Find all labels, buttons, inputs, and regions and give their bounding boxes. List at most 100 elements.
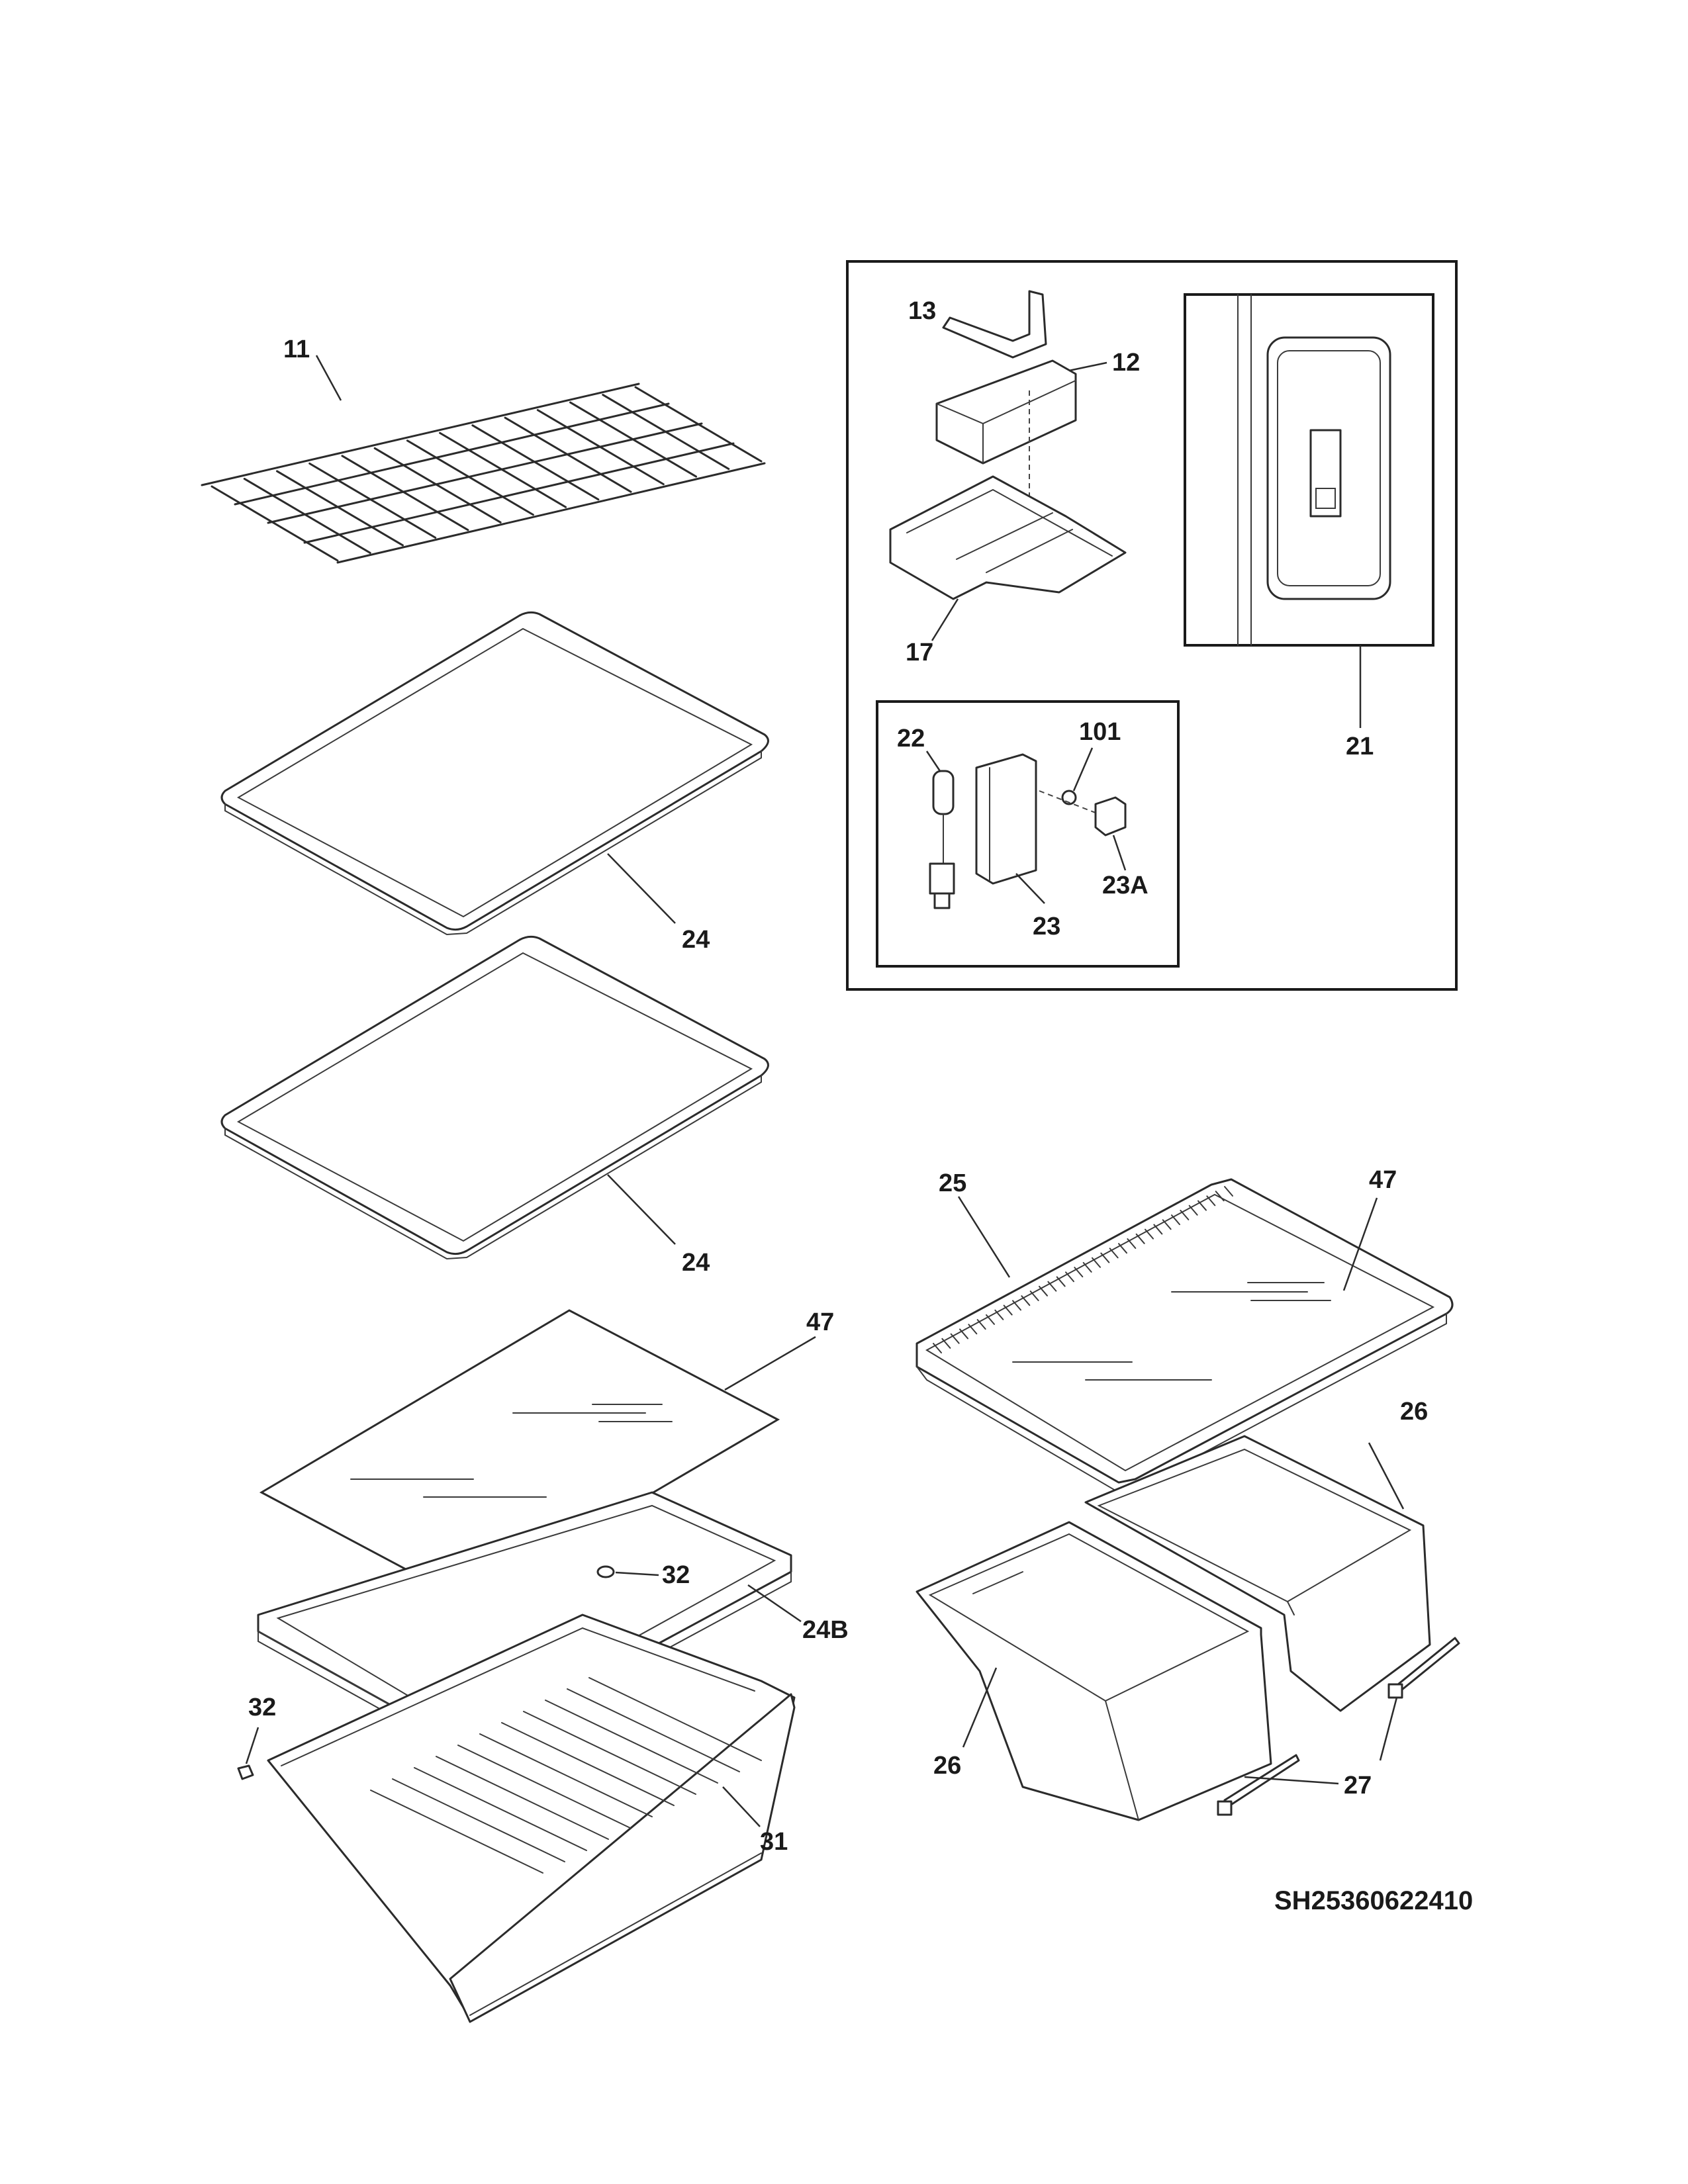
leader-25: [957, 1196, 1011, 1278]
vent-slot: [1135, 1233, 1145, 1244]
vent-slot: [1074, 1267, 1084, 1278]
drawer-rib: [479, 1733, 653, 1817]
handle: [942, 290, 1047, 359]
vent-slot: [986, 1314, 995, 1325]
drawer-rib: [501, 1722, 675, 1806]
shelf-crossbar: [406, 439, 534, 516]
shelf-crossbar: [634, 386, 763, 463]
callout-23: 23: [1033, 913, 1060, 940]
crisper-drawer-front: [915, 1521, 1272, 1821]
leader-26-lower: [962, 1667, 998, 1748]
callout-32-upper: 32: [662, 1561, 690, 1589]
callout-11: 11: [283, 336, 310, 363]
vent-slot: [1092, 1257, 1101, 1268]
callout-13: 13: [908, 297, 936, 325]
leader-27a: [1244, 1776, 1339, 1785]
leader-24-upper: [607, 853, 676, 924]
drawer-slides: [1217, 1637, 1460, 1816]
drawer-rib: [414, 1767, 587, 1851]
drawer-rib: [436, 1756, 609, 1840]
tray: [889, 475, 1127, 600]
drawing-code: SH25360622410: [1274, 1886, 1473, 1915]
shelf-crossbar: [373, 447, 502, 523]
vent-slot: [1118, 1243, 1127, 1254]
leader-24b: [747, 1584, 802, 1623]
vent-slot: [968, 1324, 978, 1335]
leader-12: [1068, 361, 1107, 372]
leader-32-lower: [245, 1727, 259, 1764]
shelf-crossbar: [275, 470, 404, 547]
leader-22: [925, 751, 941, 772]
vent-slot: [950, 1333, 960, 1344]
callout-26-lower: 26: [933, 1752, 961, 1780]
vent-slot: [1188, 1205, 1198, 1216]
vent-slot: [1065, 1271, 1074, 1283]
lamp-cover: [975, 753, 1037, 885]
drawer-rib: [392, 1778, 565, 1862]
callout-47-right: 47: [1369, 1166, 1397, 1194]
light-bulb: [929, 770, 955, 909]
vent-slot: [1180, 1209, 1190, 1220]
callout-31: 31: [760, 1828, 788, 1856]
leader-17: [931, 598, 959, 641]
shelf-crossbar: [504, 416, 632, 493]
drawer-rib: [567, 1688, 740, 1772]
leader-32-upper: [615, 1571, 659, 1576]
vent-slot: [1145, 1228, 1154, 1240]
callout-26-upper: 26: [1400, 1398, 1428, 1426]
vent-slot: [1224, 1186, 1233, 1197]
clip-lower: [237, 1764, 254, 1780]
vent-slot: [1029, 1291, 1039, 1301]
leader-23a: [1112, 835, 1127, 871]
vent-slot: [976, 1319, 986, 1330]
callout-22: 22: [897, 725, 925, 752]
control-panel: [1237, 294, 1391, 646]
shelf-crossbar: [341, 455, 469, 531]
vent-slot: [1056, 1276, 1066, 1287]
leader-101: [1072, 747, 1094, 792]
vent-slot: [994, 1309, 1004, 1320]
leader-24-lower: [607, 1174, 676, 1245]
shelf-crossbar: [308, 462, 437, 539]
vent-slot: [941, 1338, 951, 1349]
leader-47-right: [1342, 1197, 1378, 1291]
shelf-crossbar: [211, 485, 339, 562]
shelf-crossbar: [602, 394, 730, 471]
callout-47-left: 47: [806, 1308, 834, 1336]
vent-slot: [1012, 1300, 1021, 1311]
leader-31: [722, 1786, 761, 1827]
callout-24-lower: 24: [682, 1249, 710, 1277]
vent-slot: [1047, 1281, 1057, 1292]
callout-23a: 23A: [1102, 872, 1149, 899]
callout-24-upper: 24: [682, 926, 710, 954]
vent-slot: [959, 1328, 968, 1340]
shelf-crossbar: [439, 432, 567, 508]
shelf-crossbar: [569, 401, 698, 478]
vent-slot: [1127, 1238, 1137, 1249]
glass-shelf-lower: [220, 935, 769, 1260]
leader-27b: [1379, 1697, 1398, 1761]
leader-47-left: [724, 1336, 816, 1391]
callout-101: 101: [1079, 718, 1121, 746]
vent-slot: [1082, 1261, 1092, 1273]
leader-23: [1015, 873, 1045, 904]
shelf-crossbar: [536, 409, 665, 486]
bin: [935, 359, 1077, 465]
vent-slot: [1021, 1295, 1031, 1306]
clip-upper: [596, 1565, 615, 1578]
drawer-rib: [370, 1790, 543, 1874]
shelf-crossbar: [471, 424, 600, 501]
vent-slot: [1109, 1248, 1119, 1259]
callout-12: 12: [1112, 349, 1140, 377]
vent-slot: [1100, 1252, 1110, 1263]
detail-box-control: [1184, 293, 1434, 647]
vent-slot: [1197, 1200, 1207, 1211]
leader-26-upper: [1368, 1442, 1405, 1510]
callout-24b: 24B: [802, 1616, 849, 1644]
vent-slot: [1162, 1219, 1172, 1230]
crisper-drawer-rear: [1084, 1435, 1431, 1712]
drawer-rib: [545, 1700, 718, 1784]
vent-slot: [933, 1343, 942, 1353]
